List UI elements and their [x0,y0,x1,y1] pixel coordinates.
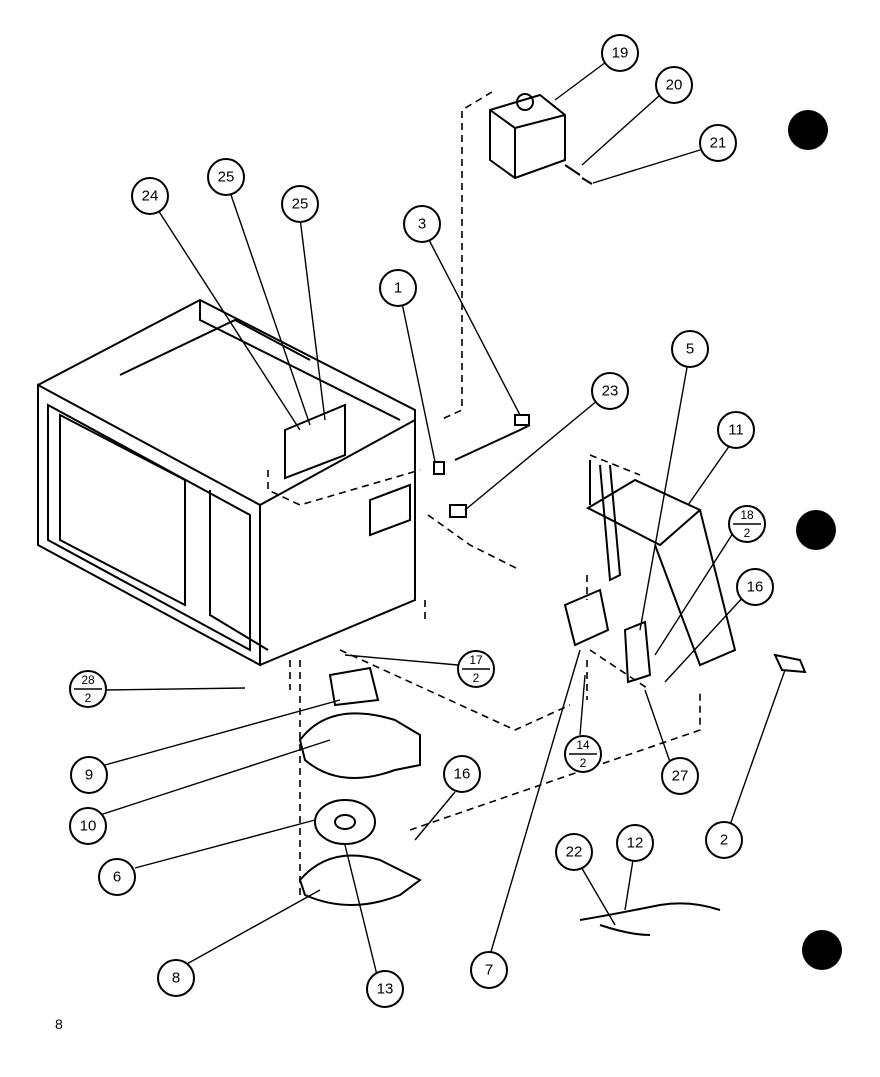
svg-text:25: 25 [218,169,235,186]
callout-21: 21 [699,124,737,162]
svg-text:22: 22 [566,844,583,861]
svg-text:5: 5 [686,341,694,358]
svg-text:7: 7 [485,962,493,979]
callout-2: 2 [705,821,743,859]
callout-25: 25 [207,158,245,196]
svg-text:28: 28 [81,673,95,687]
svg-text:20: 20 [666,77,683,94]
dashed-line-magnetron [439,91,493,421]
svg-text:2: 2 [720,832,728,849]
callout-19: 19 [601,34,639,72]
svg-text:19: 19 [612,45,629,62]
svg-text:25: 25 [292,196,309,213]
screw-21 [581,177,593,185]
harness-3 [454,424,531,461]
svg-text:14: 14 [576,738,590,752]
registration-dot-bottom [802,930,842,970]
callout-13: 13 [366,970,404,1008]
part-1 [433,461,445,475]
housing-10 [298,712,421,779]
svg-text:18: 18 [740,508,754,522]
callout-22: 22 [555,833,593,871]
svg-text:3: 3 [418,216,426,233]
dashed-line-b [427,514,521,571]
svg-text:27: 27 [672,768,689,785]
bracket-11 [585,460,737,667]
fraction-callout-28-2: 28 2 [69,670,107,708]
registration-dot-top [788,110,828,150]
svg-text:2: 2 [744,526,751,540]
oven-cavity-assembly [37,298,416,667]
callout-12: 12 [616,824,654,862]
dashed-line-a [267,469,421,506]
svg-text:11: 11 [728,422,744,439]
callout-3: 3 [403,205,441,243]
svg-text:6: 6 [113,869,121,886]
svg-text:16: 16 [454,766,471,783]
callout-23: 23 [591,372,629,410]
callout-25: 25 [281,185,319,223]
fraction-callout-17-2: 17 2 [457,650,495,688]
callout-9: 9 [70,756,108,794]
fraction-callout-18-2: 18 2 [728,505,766,543]
svg-text:24: 24 [142,188,159,205]
connector-3 [514,414,530,426]
svg-text:21: 21 [710,135,727,152]
motor-9 [328,666,380,707]
magnetron-fitting [564,164,581,176]
svg-text:2: 2 [85,691,92,705]
callout-11: 11 [717,411,755,449]
waveguide [284,403,346,480]
svg-text:23: 23 [602,383,619,400]
callout-5: 5 [671,330,709,368]
cover-8 [298,854,422,906]
svg-text:16: 16 [747,579,764,596]
callout-16: 16 [736,568,774,606]
svg-text:8: 8 [172,970,180,987]
dashed-line-h [589,454,641,476]
page-number: 8 [55,1016,63,1032]
dashed-line-d [339,649,571,731]
fan-blade-6 [314,799,376,845]
dashed-line-f [409,690,701,831]
svg-text:17: 17 [469,653,483,667]
svg-text:12: 12 [627,835,644,852]
callout-16: 16 [443,755,481,793]
callout-20: 20 [655,66,693,104]
leader-lines [99,61,786,976]
callout-1: 1 [379,269,417,307]
dashed-line-k [589,649,651,691]
part-23 [449,504,467,518]
svg-text:9: 9 [85,767,93,784]
callout-6: 6 [98,858,136,896]
registration-dot-middle [796,510,836,550]
svg-text:10: 10 [80,818,97,835]
callout-8: 8 [157,959,195,997]
cord-12 [579,902,721,936]
svg-text:2: 2 [473,671,480,685]
magnetron [489,93,566,180]
svg-text:1: 1 [394,280,402,297]
callout-10: 10 [69,807,107,845]
fraction-callout-14-2: 14 2 [564,735,602,773]
part-2 [773,653,807,674]
callout-27: 27 [661,757,699,795]
callout-7: 7 [470,951,508,989]
svg-text:2: 2 [580,756,587,770]
part-5 [623,620,652,684]
part-7 [563,588,610,647]
svg-text:13: 13 [377,981,394,998]
callout-24: 24 [131,177,169,215]
